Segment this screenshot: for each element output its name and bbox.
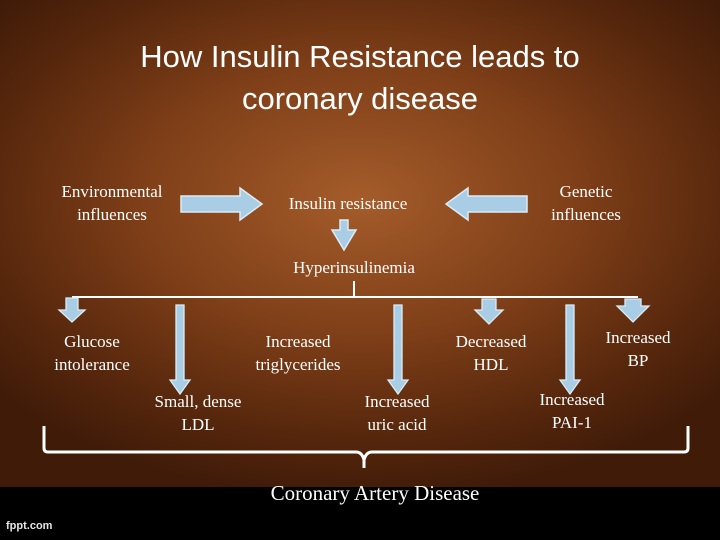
arrow-genetic-to-insulin	[444, 186, 528, 222]
node-insulin-resistance: Insulin resistance	[288, 194, 408, 213]
node-coronary-artery-disease: Coronary Artery Disease	[270, 481, 480, 505]
arrow-to-uric-acid	[386, 304, 410, 396]
slide-title: How Insulin Resistance leads to coronary…	[140, 39, 580, 116]
node-increased-bp: Increased BP	[605, 328, 671, 370]
footer-bar	[0, 487, 720, 540]
node-increased-pai1: Increased PAI-1	[539, 390, 605, 432]
arrow-insulin-to-hyperinsulinemia	[330, 219, 358, 252]
arrow-environmental-to-insulin	[180, 186, 264, 222]
node-environmental-influences: Environmental influences	[61, 182, 163, 224]
node-decreased-hdl: Decreased HDL	[455, 332, 527, 374]
arrow-to-glucose	[57, 297, 87, 323]
node-glucose-intolerance: Glucose intolerance	[54, 332, 130, 374]
arrow-to-bp	[615, 298, 651, 323]
node-genetic-influences: Genetic influences	[551, 182, 621, 224]
arrow-to-ldl	[168, 304, 192, 396]
node-small-dense-ldl: Small, dense LDL	[154, 392, 242, 434]
watermark: fppt.com	[6, 520, 53, 532]
slide-background	[0, 0, 720, 487]
node-hyperinsulinemia: Hyperinsulinemia	[293, 258, 415, 277]
node-increased-uric-acid: Increased uric acid	[364, 392, 430, 434]
node-increased-triglycerides: Increased triglycerides	[255, 332, 341, 374]
arrow-to-pai1	[558, 304, 582, 396]
arrow-to-hdl	[473, 298, 505, 325]
bottom-brace	[42, 426, 690, 468]
